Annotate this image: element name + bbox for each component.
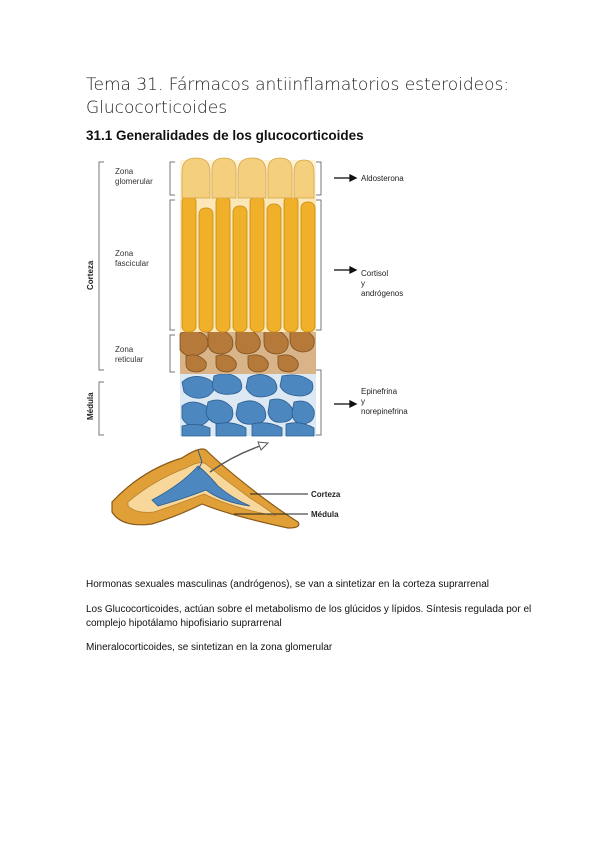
section-heading: 31.1 Generalidades de los glucocorticoid… — [86, 128, 364, 143]
gland-corteza-label: Corteza — [311, 490, 341, 499]
adrenal-gland-section — [111, 448, 300, 529]
fascicular-label-1: Zona — [115, 249, 134, 258]
cortex-column — [179, 157, 316, 437]
paragraph-1: Hormonas sexuales masculinas (andrógenos… — [86, 579, 489, 590]
paragraph-2: Los Glucocorticoides, actúan sobre el me… — [86, 604, 532, 629]
medula-region-label: Médula — [86, 392, 95, 420]
epinefrina-label-2: y — [361, 397, 365, 406]
aldosterona-label: Aldosterona — [361, 174, 404, 183]
cortisol-label-3: andrógenos — [361, 289, 403, 298]
cortisol-label-1: Cortisol — [361, 269, 388, 278]
epinefrina-label-3: norepinefrina — [361, 407, 408, 416]
gland-medula-label: Médula — [311, 510, 339, 519]
adrenal-figure: Corteza Médula Zona glomerular Zona fasc… — [86, 157, 408, 529]
paragraph-3: Mineralocorticoides, se sintetizan en la… — [86, 642, 333, 653]
page-title: Tema 31. Fármacos antiinflamatorios este… — [86, 75, 510, 118]
zoom-arrow — [209, 445, 261, 473]
corteza-region-label: Corteza — [86, 260, 95, 290]
glomerular-label-2: glomerular — [115, 177, 153, 186]
product-arrows — [334, 173, 358, 409]
glomerular-label-1: Zona — [115, 167, 134, 176]
epinefrina-label-1: Epinefrina — [361, 387, 398, 396]
zone-brackets — [98, 161, 322, 436]
reticular-label-1: Zona — [115, 345, 134, 354]
reticular-label-2: reticular — [115, 355, 144, 364]
cortisol-label-2: y — [361, 279, 365, 288]
fascicular-label-2: fascicular — [115, 259, 149, 268]
